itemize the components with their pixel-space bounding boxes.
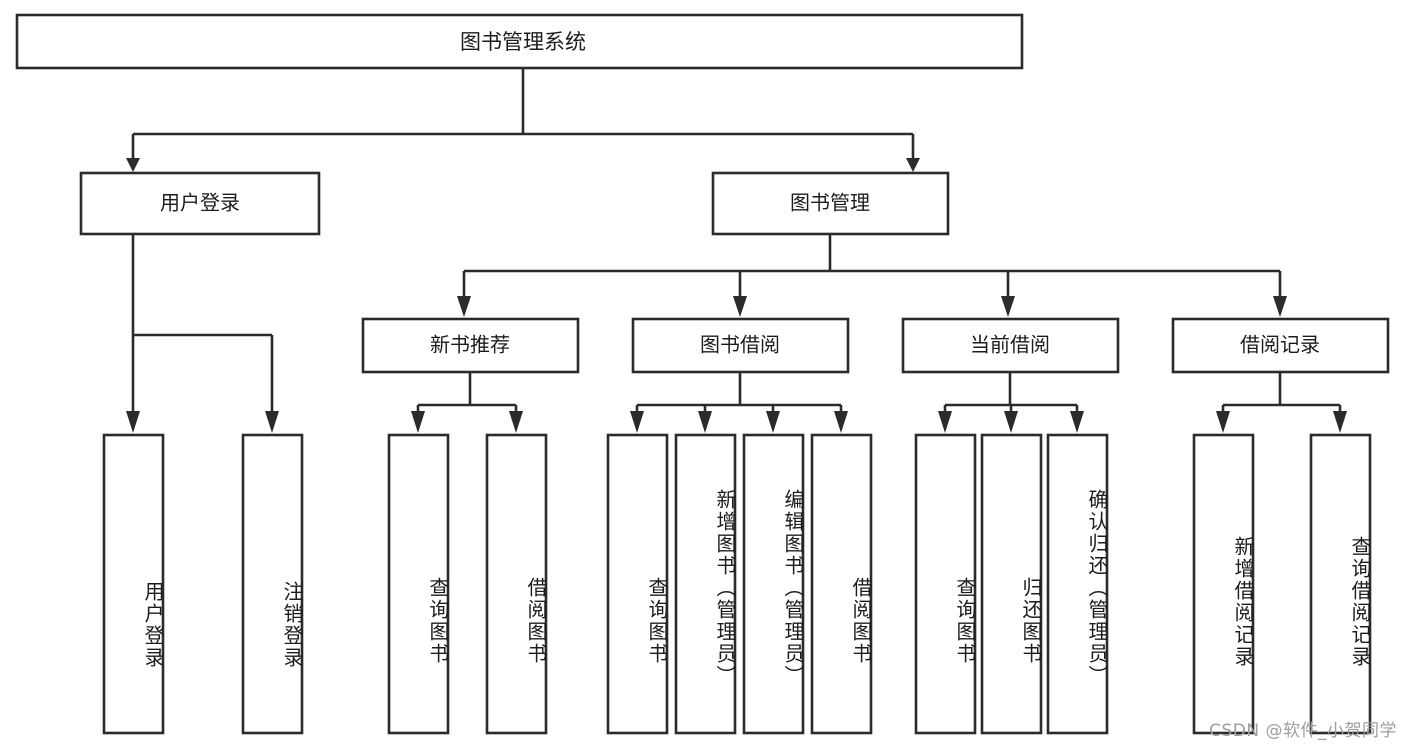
node-book-management-box[interactable] — [711, 171, 950, 236]
leaf-box-nbr-query-book[interactable] — [387, 433, 450, 735]
node-current-borrow-box[interactable] — [901, 317, 1120, 374]
node-book-borrow[interactable]: 图书借阅 — [631, 317, 850, 374]
node-book-borrow-box[interactable] — [631, 317, 850, 374]
arrow-book-borrow-leaf-2 — [698, 411, 712, 433]
leaf-box-cb-query-book[interactable] — [914, 433, 977, 735]
arrow-current-borrow-leaf-2 — [1004, 411, 1018, 433]
leaf-box-group — [102, 433, 1372, 735]
arrow-book-borrow-leaf-3 — [766, 411, 780, 433]
leaf-box-br-add-record[interactable] — [1192, 433, 1255, 735]
node-user-login-box[interactable] — [79, 171, 321, 236]
node-new-book-recommend-label: 新书推荐 — [430, 333, 510, 357]
arrow-root-to-book-mgmt — [906, 158, 920, 172]
arrow-to-book-borrow — [733, 296, 747, 317]
leaf-box-bb-query-book[interactable] — [606, 433, 669, 735]
arrow-root-to-user-login — [126, 158, 140, 172]
node-new-book-recommend-box[interactable] — [361, 317, 580, 374]
node-borrow-record-box[interactable] — [1171, 317, 1390, 374]
leaf-box-cb-return-book[interactable] — [980, 433, 1043, 735]
leaf-box-logout[interactable] — [241, 433, 304, 735]
arrow-new-book-leaf-2 — [509, 411, 523, 433]
node-new-book-recommend[interactable]: 新书推荐 — [361, 317, 580, 374]
leaf-box-bb-add-book[interactable] — [674, 433, 737, 735]
arrow-borrow-record-leaf-1 — [1216, 411, 1230, 433]
node-borrow-record-label: 借阅记录 — [1240, 333, 1320, 357]
node-user-login-label: 用户登录 — [160, 191, 240, 215]
leaf-box-cb-confirm-return[interactable] — [1046, 433, 1109, 735]
node-current-borrow[interactable]: 当前借阅 — [901, 317, 1120, 374]
connector-group — [126, 68, 1347, 433]
node-current-borrow-label: 当前借阅 — [970, 333, 1050, 357]
node-book-management-label: 图书管理 — [790, 191, 870, 215]
leaf-box-bb-edit-book[interactable] — [742, 433, 805, 735]
watermark-text: CSDN @软件_小贺同学 — [1209, 721, 1397, 741]
node-root-box[interactable] — [15, 13, 1024, 70]
node-book-management[interactable]: 图书管理 — [711, 171, 950, 236]
leaf-box-nbr-borrow-book[interactable] — [485, 433, 548, 735]
arrow-new-book-leaf-1 — [411, 411, 425, 433]
leaf-box-bb-borrow-book[interactable] — [810, 433, 873, 735]
arrow-to-borrow-record — [1273, 296, 1287, 317]
node-user-login[interactable]: 用户登录 — [79, 171, 321, 236]
arrow-user-login-leaf-1 — [126, 411, 140, 433]
arrow-book-borrow-leaf-1 — [630, 411, 644, 433]
leaf-box-br-query-record[interactable] — [1309, 433, 1372, 735]
node-root-label: 图书管理系统 — [460, 30, 586, 54]
node-borrow-record[interactable]: 借阅记录 — [1171, 317, 1390, 374]
leaf-box-user-login[interactable] — [102, 433, 165, 735]
arrow-current-borrow-leaf-3 — [1070, 411, 1084, 433]
node-root[interactable]: 图书管理系统 — [15, 13, 1024, 70]
arrow-book-borrow-leaf-4 — [834, 411, 848, 433]
node-book-borrow-label: 图书借阅 — [700, 333, 780, 357]
arrow-to-new-book — [457, 296, 471, 317]
arrow-current-borrow-leaf-1 — [938, 411, 952, 433]
arrow-user-login-leaf-2 — [265, 411, 279, 433]
arrow-to-current-borrow — [1001, 296, 1015, 317]
arrow-borrow-record-leaf-2 — [1333, 411, 1347, 433]
